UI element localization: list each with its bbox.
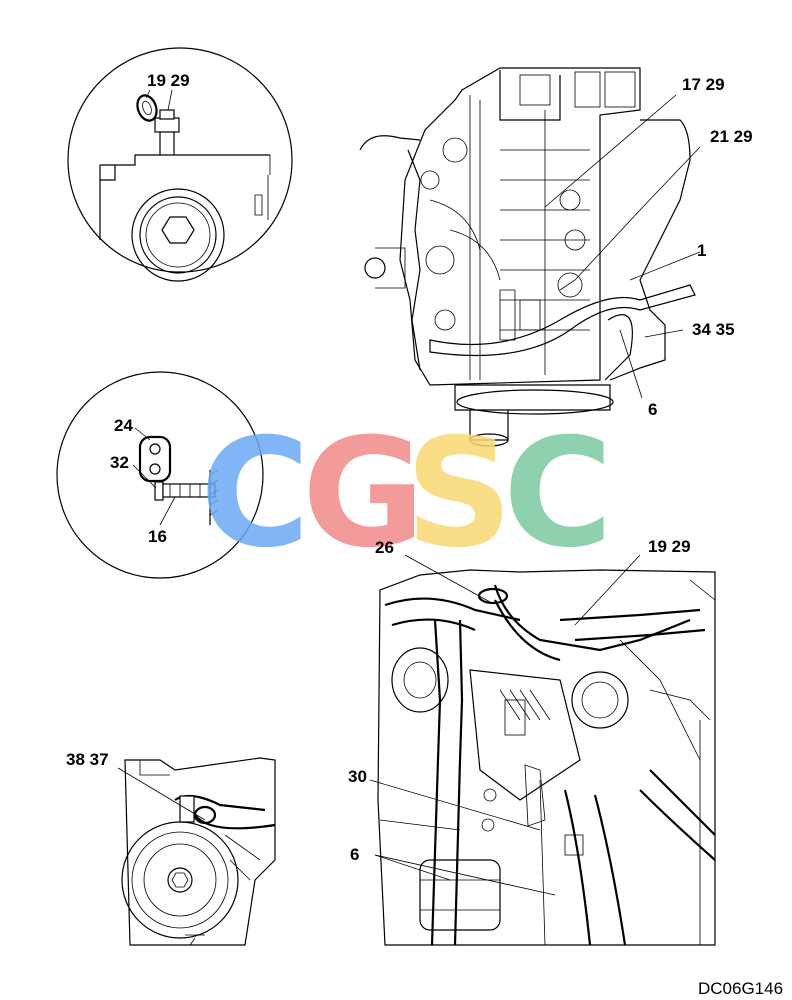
- callout-label: 32: [110, 453, 129, 472]
- callout-label: 21 29: [710, 127, 753, 146]
- watermark-letter-2: G: [302, 407, 425, 581]
- watermark-letter-3: S: [405, 407, 513, 581]
- engine-view-bottom: [377, 569, 716, 946]
- leader-lines: [117, 94, 701, 896]
- callout-label: 19 29: [648, 537, 691, 556]
- callout-label: 26: [375, 538, 394, 557]
- callout-label: 34 35: [692, 320, 735, 339]
- callout-label: 17 29: [682, 75, 725, 94]
- callout-label: 30: [348, 767, 367, 786]
- watermark-letter-4: C: [503, 407, 613, 581]
- watermark-letter-1: C: [200, 407, 310, 581]
- callout-label: 24: [114, 416, 133, 435]
- drawing-code: DC06G146: [698, 979, 783, 998]
- callout-label: 6: [648, 400, 657, 419]
- engine-view-top: [359, 67, 696, 447]
- callout-label: 38 37: [66, 750, 109, 769]
- watermark-logo: C G S C: [200, 407, 613, 581]
- pulley-view: [121, 757, 276, 946]
- callout-labels: 19 29 17 29 21 29 1 34 35 6 24 32 16 26 …: [66, 71, 753, 864]
- detail-circle-middle: [56, 371, 264, 579]
- detail-circle-top: [67, 47, 293, 282]
- callout-label: 19 29: [147, 71, 190, 90]
- callout-label: 1: [697, 241, 706, 260]
- callout-label: 16: [148, 527, 167, 546]
- callout-label: 6: [350, 845, 359, 864]
